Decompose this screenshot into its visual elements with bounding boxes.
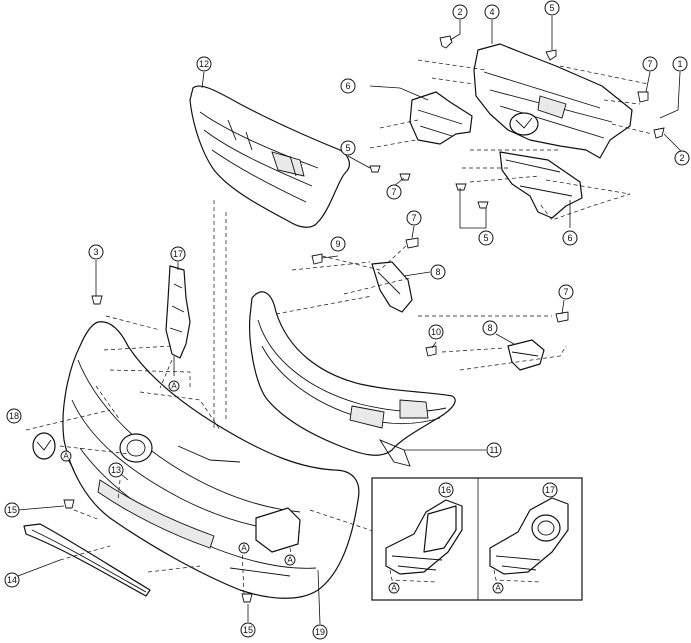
fog-cover-variant-17 [489,497,569,583]
callout-11-label: 11 [489,445,498,455]
callout-15-bottom: 15 [240,622,256,638]
callout-2-right: 2 [674,150,690,166]
reference-a-fascia-left: A [60,450,72,462]
callout-3: 3 [88,244,104,260]
callout-16: 16 [438,482,454,498]
callout-19-label: 19 [315,627,325,637]
callout-11: 11 [486,442,502,458]
side-support-bracket [165,265,191,359]
callout-4-label: 4 [489,7,494,17]
callout-5-left-label: 5 [345,143,350,153]
grille-bracket-part [473,43,633,159]
callout-17-left-label: 17 [173,249,183,259]
callout-14: 14 [4,572,20,588]
front-bumper-fascia [62,321,360,599]
reference-a-label: A [241,544,247,553]
callout-9: 9 [330,236,346,252]
fasteners [63,35,665,603]
callout-6-top: 6 [340,78,356,94]
callout-7-topright-label: 7 [647,59,652,69]
absorber-bracket-upper [371,261,413,313]
callout-19: 19 [312,624,328,640]
callout-16-label: 16 [441,485,451,495]
leader-lines [17,16,683,625]
callout-17-left: 17 [170,246,186,262]
emblem-part [32,432,56,460]
callout-5-top: 5 [544,0,560,16]
callout-7-mid-label: 7 [391,187,396,197]
callout-13-label: 13 [111,465,121,475]
callout-5-bottom: 5 [478,230,494,246]
callout-6-bottom: 6 [562,230,578,246]
reference-a-side-support: A [168,380,180,392]
grille-mount-bracket-left [409,91,473,145]
bumper-absorber-part [249,291,456,467]
callout-5-left: 5 [340,140,356,156]
callout-15-bottom-label: 15 [243,625,253,635]
callout-2-top: 2 [452,4,468,20]
reference-a-label: A [495,584,501,593]
callout-6-bottom-label: 6 [567,233,572,243]
callout-14-label: 14 [7,575,17,585]
callout-18-label: 18 [9,411,19,421]
callout-1: 1 [672,56,688,72]
callout-17-inset-label: 17 [545,485,555,495]
reference-a-label: A [63,452,69,461]
callout-7-topright: 7 [642,56,658,72]
callout-15-left: 15 [4,502,20,518]
callout-5-bottom-label: 5 [483,233,488,243]
callout-18: 18 [6,408,22,424]
callout-13: 13 [108,462,124,478]
reference-a-inset-16: A [388,582,400,594]
reference-a-label: A [171,382,177,391]
callout-12-label: 12 [199,59,209,69]
lower-lip-strip [23,523,151,597]
callout-10: 10 [428,324,444,340]
callout-8-upper-label: 8 [435,267,440,277]
callout-10-label: 10 [431,327,441,337]
callout-7-mid: 7 [386,184,402,200]
callout-6-top-label: 6 [345,81,350,91]
callout-8-right: 8 [482,320,498,336]
callout-8-upper: 8 [430,264,446,280]
callout-4: 4 [484,4,500,20]
callout-12: 12 [196,56,212,72]
callout-8-right-label: 8 [487,323,492,333]
callout-9-label: 9 [335,239,340,249]
callout-7-center-label: 7 [411,213,416,223]
callout-7-right: 7 [558,284,574,300]
callout-1-label: 1 [677,59,682,69]
callout-7-right-label: 7 [563,287,568,297]
reference-a-label: A [287,556,293,565]
callout-3-label: 3 [93,247,98,257]
callout-17-inset: 17 [542,482,558,498]
callout-5-top-label: 5 [549,3,554,13]
reference-a-fascia-lower-left: A [238,542,250,554]
callout-15-left-label: 15 [7,505,17,515]
upper-grille-part [189,85,350,228]
reference-a-fascia-lower-right: A [284,554,296,566]
callout-7-center: 7 [406,210,422,226]
reference-a-inset-17: A [492,582,504,594]
absorber-bracket-right [507,339,545,371]
fog-cover-variant-16 [385,499,463,583]
callout-2-right-label: 2 [679,153,684,163]
callout-2-top-label: 2 [457,7,462,17]
grille-mount-bracket-right [499,151,583,219]
reference-a-label: A [391,584,397,593]
